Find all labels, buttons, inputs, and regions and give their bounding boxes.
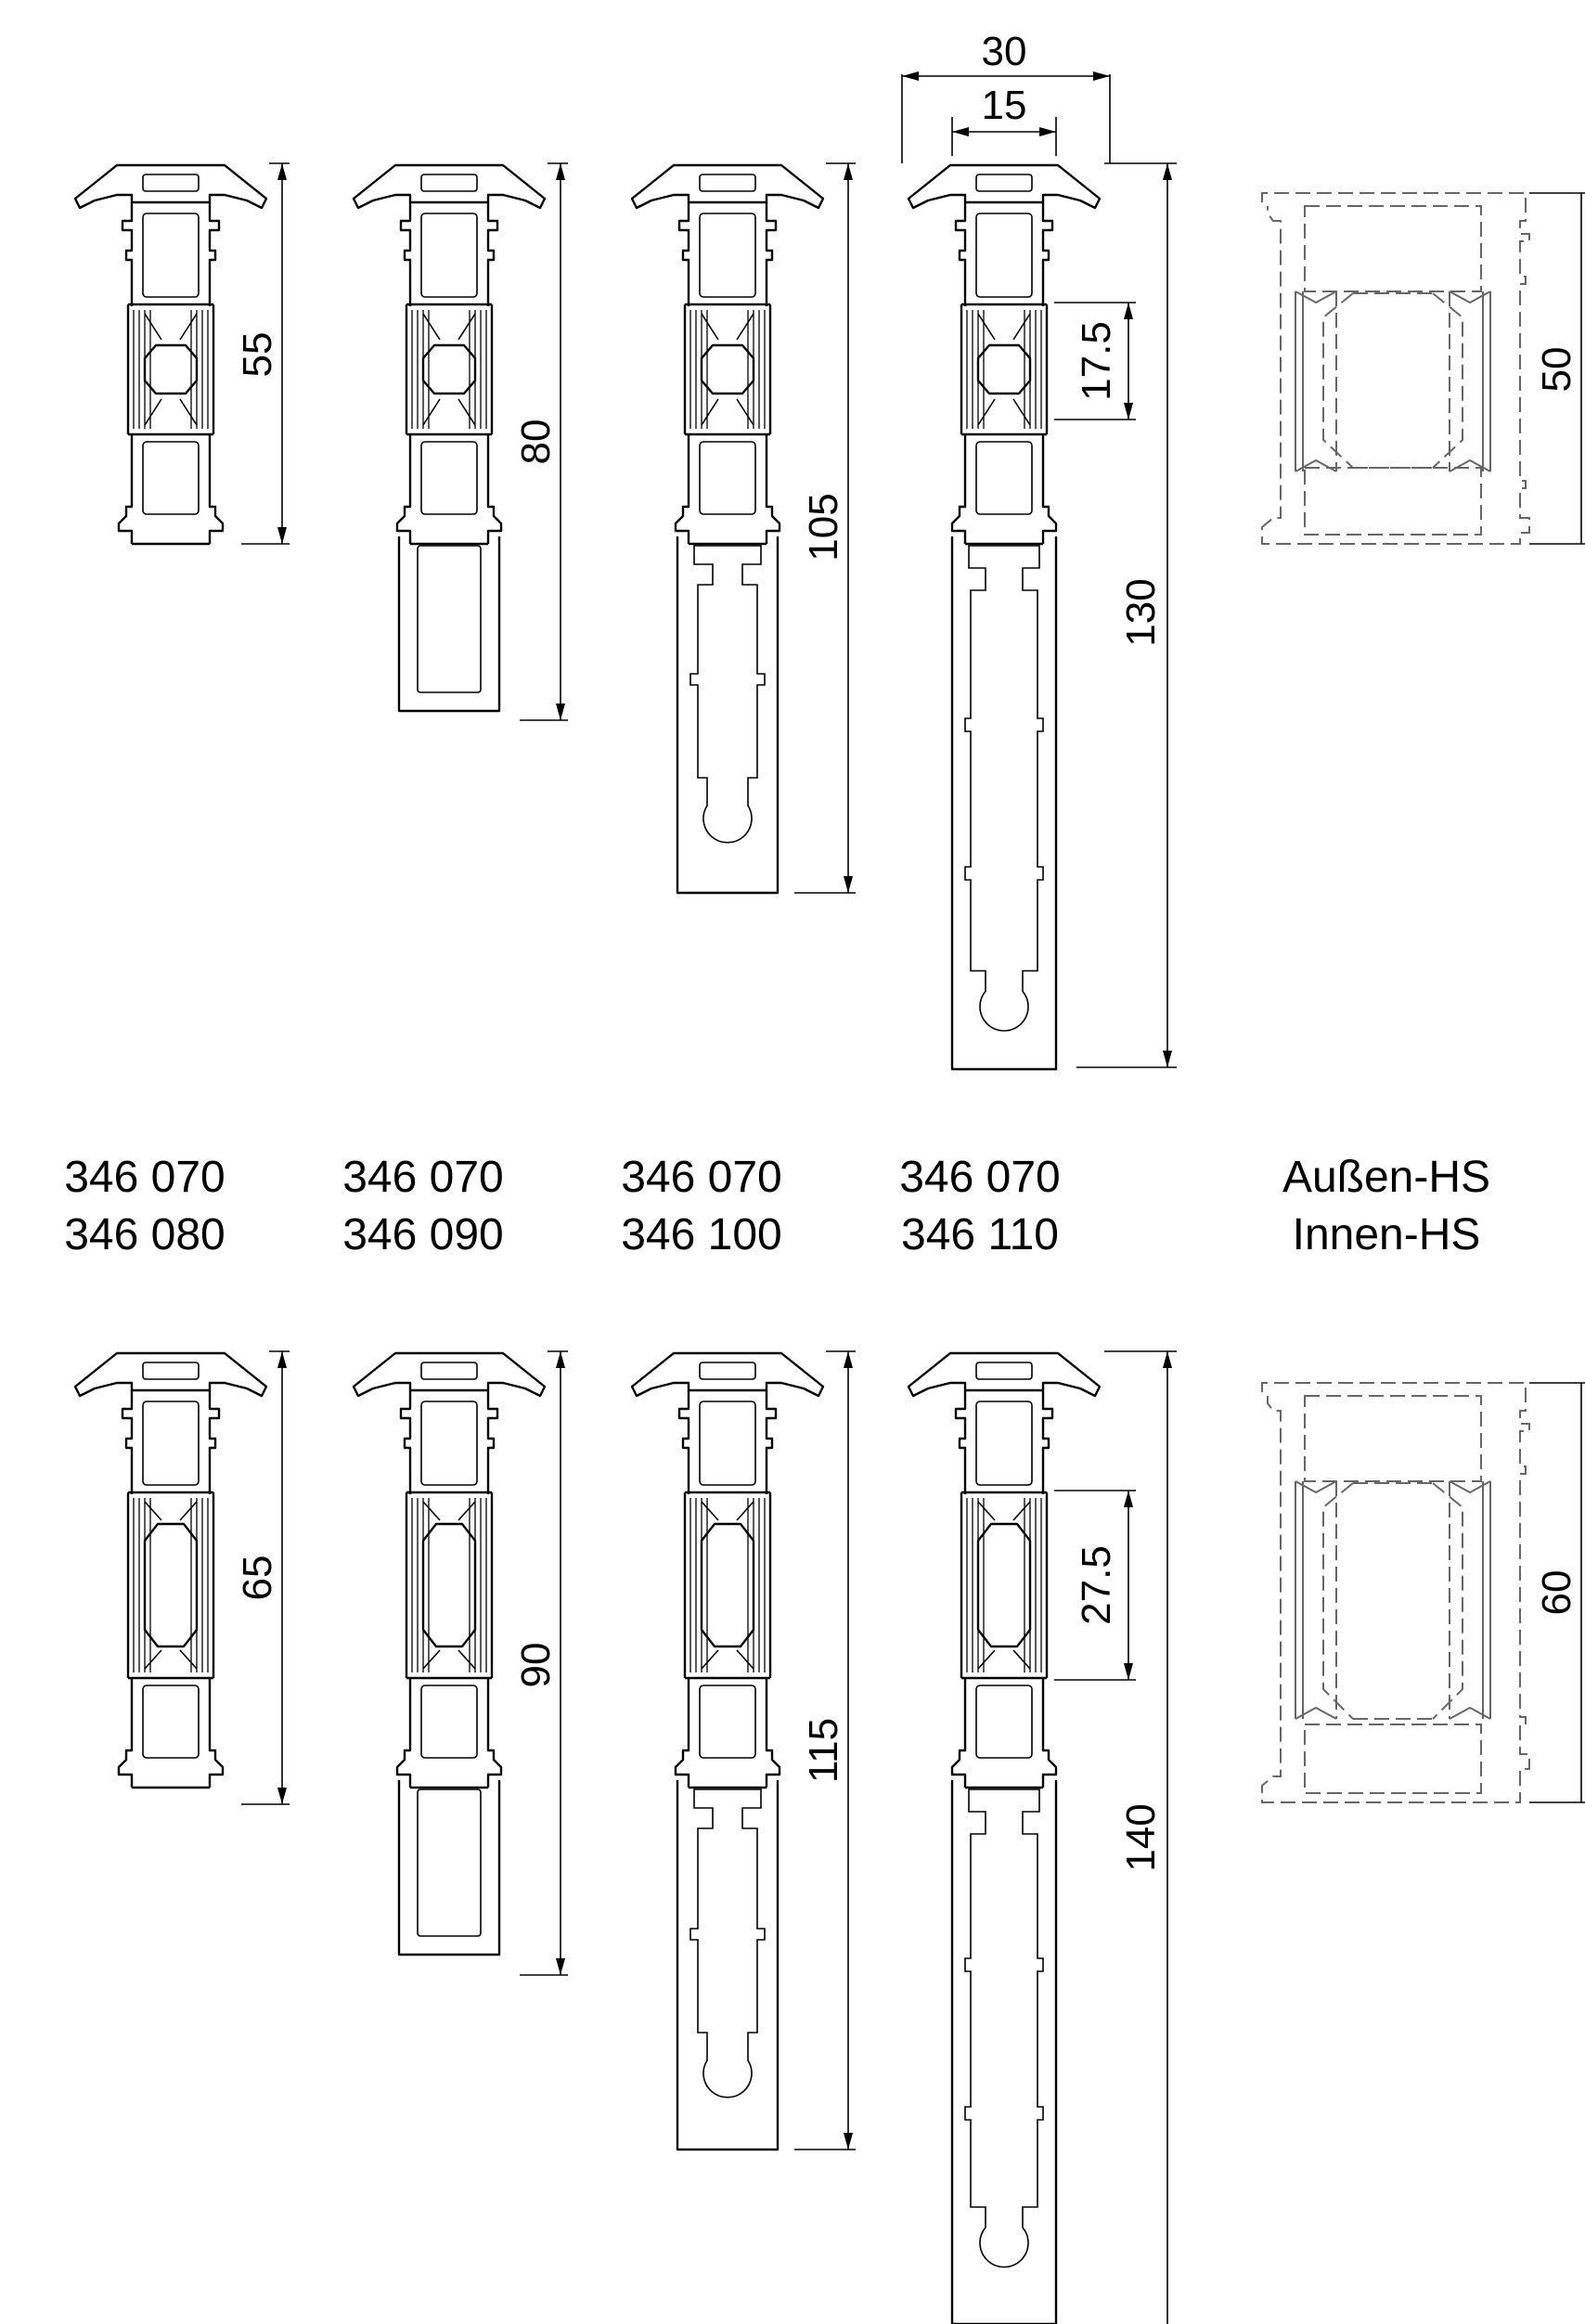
label-line-1: 346 070 [342, 1153, 504, 1202]
profile-top-105 [630, 163, 825, 895]
svg-text:55: 55 [235, 332, 280, 378]
label-line-2: 346 100 [621, 1210, 782, 1259]
profile-top-130 [907, 163, 1102, 1071]
label-profile-3: 346 070 346 100 [581, 1149, 822, 1264]
svg-text:105: 105 [801, 493, 846, 561]
dimension-105: 105 [794, 162, 856, 894]
hinge-outline-bottom [1261, 1382, 1530, 1803]
label-line-2: 346 090 [342, 1210, 504, 1259]
label-line-2: 346 080 [64, 1210, 226, 1259]
dimension-140: 140 [1104, 1350, 1177, 2324]
svg-text:65: 65 [235, 1556, 280, 1601]
hinge-outline-top [1261, 192, 1530, 545]
svg-text:60: 60 [1534, 1570, 1579, 1616]
svg-text:80: 80 [513, 420, 559, 465]
label-line-1: Außen-HS [1282, 1153, 1491, 1202]
dimension-50: 50 [1529, 192, 1585, 545]
svg-text:90: 90 [513, 1643, 559, 1688]
profile-bottom-115 [630, 1351, 825, 2151]
dimension-115: 115 [794, 1350, 856, 2150]
label-line-2: Innen-HS [1292, 1210, 1481, 1259]
svg-text:17.5: 17.5 [1074, 321, 1119, 401]
dimension-pin-17-5: 17.5 [1054, 302, 1136, 420]
svg-text:130: 130 [1118, 578, 1164, 646]
label-line-1: 346 070 [899, 1153, 1061, 1202]
label-profile-1: 346 070 346 080 [24, 1149, 265, 1264]
profile-bottom-140 [907, 1351, 1102, 2324]
label-hinge: Außen-HS Innen-HS [1266, 1149, 1507, 1264]
svg-text:140: 140 [1118, 1803, 1164, 1871]
svg-text:30: 30 [982, 29, 1027, 74]
dimension-130: 130 [1076, 162, 1177, 1068]
label-line-2: 346 110 [901, 1210, 1059, 1259]
svg-text:115: 115 [801, 1718, 846, 1783]
dimension-65: 65 [235, 1350, 290, 1805]
svg-text:50: 50 [1534, 347, 1579, 393]
svg-text:27.5: 27.5 [1074, 1545, 1119, 1625]
label-profile-2: 346 070 346 090 [303, 1149, 544, 1264]
dimension-90: 90 [513, 1350, 568, 1976]
label-line-1: 346 070 [64, 1153, 226, 1202]
svg-text:15: 15 [982, 83, 1027, 128]
label-profile-4: 346 070 346 110 [859, 1149, 1101, 1264]
dimension-60: 60 [1529, 1382, 1585, 1803]
dimension-pin-27-5: 27.5 [1054, 1490, 1136, 1681]
label-line-1: 346 070 [621, 1153, 782, 1202]
dimension-80: 80 [513, 162, 568, 721]
dimension-55: 55 [235, 162, 290, 545]
dimension-width: 30 15 [901, 29, 1111, 163]
